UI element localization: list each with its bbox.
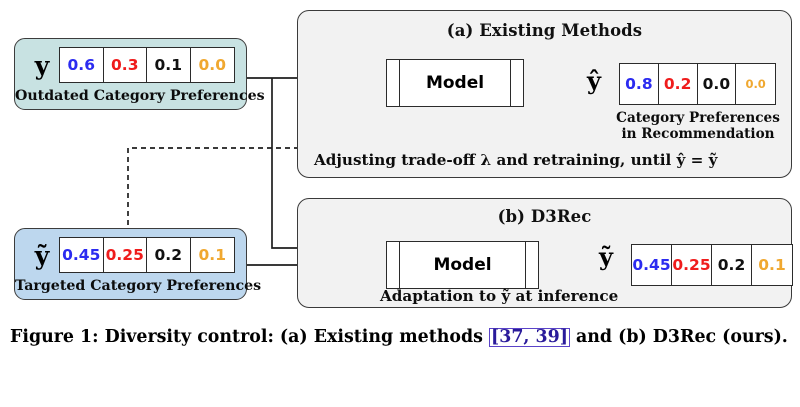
vector-cell: 0.3: [103, 48, 147, 82]
vector-cell: 0.45: [632, 245, 672, 285]
card-outdated-caption: Outdated Category Preferences: [15, 88, 265, 104]
yhat-caption: Category Preferences in Recommendation: [609, 110, 787, 142]
output-symbol-yhat: ŷ: [587, 66, 601, 95]
vector-cell: 0.2: [712, 245, 752, 285]
model-a-label: Model: [425, 73, 485, 93]
model-b-left-strip: [387, 242, 400, 288]
vector-cell: 0.0: [190, 48, 234, 82]
vector-cell: 0.0: [697, 64, 737, 104]
output-symbol-ytilde: ỹ: [599, 242, 613, 271]
model-a-right-strip: [510, 60, 523, 106]
figure-caption: Figure 1: Diversity control: (a) Existin…: [10, 326, 790, 349]
vector-cell: 0.25: [672, 245, 712, 285]
vector-cell: 0.1: [190, 238, 234, 272]
symbol-y: y: [34, 50, 50, 80]
panel-b-note: Adaptation to ỹ at inference: [380, 287, 619, 305]
panel-a-note: Adjusting trade-off λ and retraining, un…: [314, 151, 718, 169]
vector-cell: 0.25: [103, 238, 147, 272]
yhat-caption-line1: Category Preferences: [616, 110, 780, 126]
model-b-label: Model: [433, 255, 492, 275]
vector-cell: 0.6: [60, 48, 104, 82]
model-box-b[interactable]: Model: [386, 241, 539, 289]
vector-cell: 0.2: [147, 238, 191, 272]
vector-cell: 0.45: [60, 238, 104, 272]
yhat-caption-line2: in Recommendation: [621, 126, 775, 143]
panel-a-title: (a) Existing Methods: [446, 21, 643, 40]
vector-cell: 0.0: [736, 64, 775, 104]
caption-text-1: Figure 1: Diversity control: (a) Existin…: [10, 327, 489, 347]
vector-cell: 0.1: [147, 48, 191, 82]
citation-link[interactable]: [37, 39]: [488, 327, 570, 348]
symbol-y-tilde: ỹ: [34, 240, 50, 270]
model-box-a[interactable]: Model: [386, 59, 524, 107]
vector-cell: 0.8: [620, 64, 659, 104]
vector-cell: 0.2: [658, 64, 698, 104]
model-b-right-strip: [525, 242, 538, 288]
vector-cell: 0.1: [752, 245, 792, 285]
panel-b-title: (b) D3Rec: [497, 207, 592, 226]
card-targeted-caption: Targeted Category Preferences: [15, 278, 262, 294]
model-a-left-strip: [387, 60, 400, 106]
caption-text-2: and (b) D3Rec (ours).: [569, 327, 788, 347]
